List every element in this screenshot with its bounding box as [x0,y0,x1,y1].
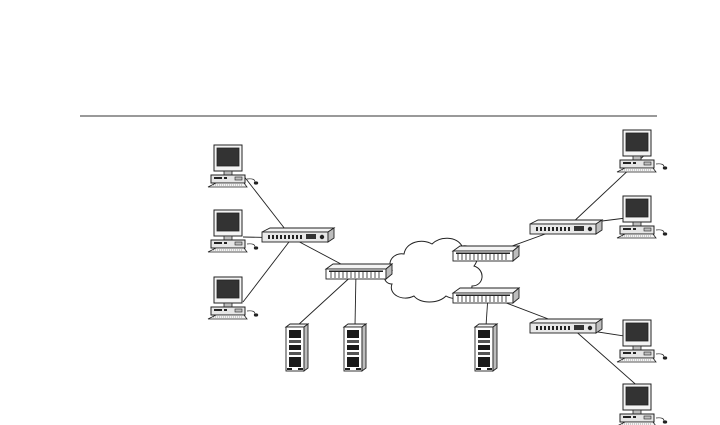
link-line [242,237,293,303]
desktop-computer-icon [207,144,259,188]
link-line [296,271,357,327]
desktop-computer-icon [616,383,668,425]
network-router-icon [452,245,520,262]
tower-server-icon [474,323,498,372]
desktop-computer-icon [616,129,668,173]
desktop-computer-icon [207,276,259,320]
link-line [354,271,357,327]
link-line [242,174,293,239]
desktop-computer-icon [616,195,668,239]
network-switch-icon [529,219,603,235]
network-switch-icon [261,227,335,243]
network-switch-icon [529,318,603,334]
desktop-computer-icon [616,319,668,363]
tower-server-icon [343,323,367,372]
network-router-icon [452,287,520,304]
tower-server-icon [285,323,309,372]
network-router-icon [325,263,393,280]
desktop-computer-icon [207,209,259,253]
